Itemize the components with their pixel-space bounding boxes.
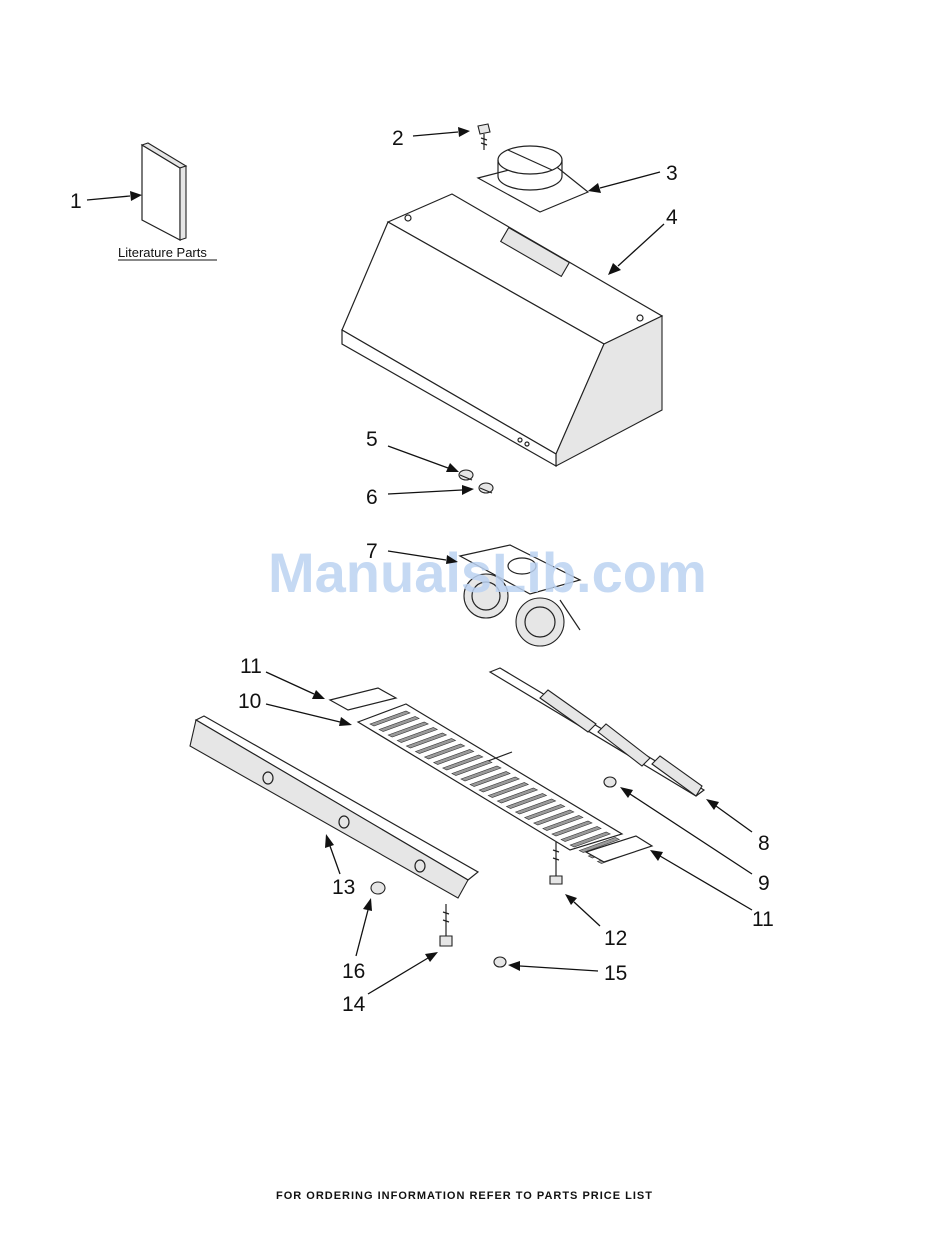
hood-body-part-4	[342, 194, 662, 466]
callout-13: 13	[332, 876, 355, 899]
leader-arrow-10	[266, 704, 352, 726]
leader-arrow-9	[620, 787, 752, 874]
literature-parts-label: Literature Parts	[118, 245, 207, 260]
leader-arrow-4	[608, 224, 664, 275]
leader-arrow-1	[87, 191, 142, 201]
callout-2: 2	[392, 127, 404, 150]
leader-arrow-8	[706, 799, 752, 832]
leader-arrow-2	[413, 127, 470, 137]
callout-7: 7	[366, 540, 378, 563]
callout-1: 1	[70, 190, 82, 213]
callout-12: 12	[604, 927, 627, 950]
literature-booklet	[142, 143, 186, 240]
leader-arrow-15	[508, 961, 598, 971]
leader-arrow-12	[565, 894, 600, 926]
callout-11-lower: 11	[752, 908, 774, 931]
leader-arrow-14	[368, 952, 438, 994]
callout-5: 5	[366, 428, 378, 451]
callout-4: 4	[666, 206, 678, 229]
callout-15: 15	[604, 962, 627, 985]
knob-part-5	[459, 470, 473, 480]
knob-part-16	[371, 882, 385, 894]
callout-9: 9	[758, 872, 770, 895]
cap-part-15	[494, 957, 506, 967]
leader-arrow-6	[388, 485, 474, 495]
leader-arrow-3	[588, 172, 660, 193]
filter-clip-part-11-upper	[330, 688, 396, 710]
knob-part-6	[479, 483, 493, 493]
watermark: ManualsLib.com	[268, 541, 707, 604]
leader-arrow-16	[356, 898, 372, 956]
callout-3: 3	[666, 162, 678, 185]
leader-arrow-13	[325, 834, 340, 874]
callout-11-upper: 11	[240, 655, 262, 678]
callout-14: 14	[342, 993, 366, 1016]
callout-10: 10	[238, 690, 261, 713]
screw-part-12	[550, 842, 562, 884]
ordering-footer: FOR ORDERING INFORMATION REFER TO PARTS …	[276, 1190, 653, 1202]
duct-transition-part-3	[478, 146, 588, 212]
screw-part-14	[440, 904, 452, 946]
leader-arrow-11-upper	[266, 672, 325, 699]
callout-16: 16	[342, 960, 365, 983]
callout-8: 8	[758, 832, 770, 855]
leader-arrow-5	[388, 446, 459, 472]
callout-6: 6	[366, 486, 378, 509]
screw-part-2	[478, 124, 490, 150]
nut-part-9	[604, 777, 616, 787]
leader-arrow-11-lower	[650, 850, 752, 910]
